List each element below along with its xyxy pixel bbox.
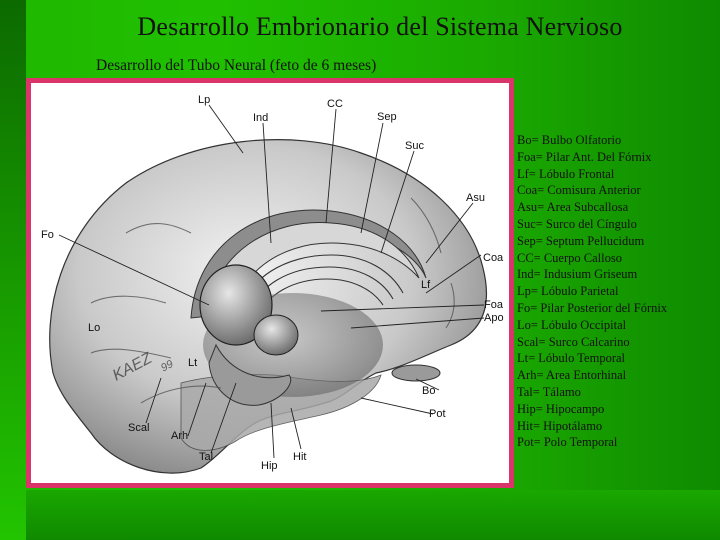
corpus-callosum-shape: [205, 222, 420, 324]
legend-item: Lf= Lóbulo Frontal: [517, 166, 615, 181]
label-scal: Scal: [128, 422, 149, 434]
label-lf: Lf: [421, 279, 431, 291]
label-suc: Suc: [405, 140, 424, 152]
legend-item: CC= Cuerpo Calloso: [517, 250, 622, 265]
slide-subtitle: Desarrollo del Tubo Neural (feto de 6 me…: [96, 57, 377, 74]
label-sep: Sep: [377, 111, 397, 123]
label-apo: Apo: [484, 312, 504, 324]
figure-frame: KAEZ 99 Lp CC Ind Sep Suc Asu Fo Coa Lf …: [26, 78, 514, 488]
leader-lines: [58, 104, 485, 459]
label-arh: Arh: [171, 430, 188, 442]
legend-item: Tal= Tálamo: [517, 384, 581, 399]
legend-item: Ind= Indusium Griseum: [517, 267, 638, 282]
label-coa: Coa: [483, 252, 504, 264]
legend-item: Fo= Pilar Posterior del Fórnix: [517, 300, 668, 315]
label-hip: Hip: [261, 460, 278, 472]
label-fo: Fo: [41, 229, 54, 241]
legend-item: Asu= Area Subcallosa: [517, 200, 629, 215]
left-border-strip: [0, 0, 26, 540]
legend-item: Sep= Septum Pellucidum: [517, 233, 645, 248]
slide-title: Desarrollo Embrionario del Sistema Nervi…: [137, 12, 623, 41]
legend-item: Lp= Lóbulo Parietal: [517, 284, 619, 299]
legend-item: Arh= Area Entorhinal: [517, 368, 627, 383]
label-cc: CC: [327, 98, 343, 110]
hypothalamus-shape: [253, 314, 299, 356]
hippocampus-shape: [208, 343, 292, 406]
label-asu: Asu: [466, 192, 485, 204]
legend-item: Pot= Polo Temporal: [517, 435, 618, 450]
label-tal: Tal: [199, 451, 213, 463]
brain-sulci: [90, 197, 455, 404]
legend-item: Bo= Bulbo Olfatorio: [517, 133, 622, 147]
thalamus-shape: [199, 264, 273, 346]
abbreviation-legend: Bo= Bulbo Olfatorio Foa= Pilar Ant. Del …: [517, 132, 667, 451]
label-hit: Hit: [293, 451, 306, 463]
legend-item: Foa= Pilar Ant. Del Fórnix: [517, 149, 652, 164]
legend-item: Coa= Comisura Anterior: [517, 183, 641, 198]
brain-figure: KAEZ 99 Lp CC Ind Sep Suc Asu Fo Coa Lf …: [31, 83, 509, 483]
label-lp: Lp: [198, 94, 210, 106]
svg-text:99: 99: [159, 358, 175, 374]
legend-item: Suc= Surco del Cíngulo: [517, 216, 637, 231]
label-pot: Pot: [429, 408, 446, 420]
olfactory-bulb-shape: [391, 364, 441, 382]
label-foa: Foa: [484, 299, 504, 311]
legend-item: Hit= Hipotálamo: [517, 418, 603, 433]
label-lo: Lo: [88, 322, 100, 334]
legend-item: Lo= Lóbulo Occipital: [517, 317, 627, 332]
label-lt: Lt: [188, 357, 197, 369]
label-bo: Bo: [422, 385, 435, 397]
legend-item: Scal= Surco Calcarino: [517, 334, 630, 349]
legend-item: Lt= Lóbulo Temporal: [517, 351, 626, 366]
label-ind: Ind: [253, 112, 268, 124]
bottom-border-strip: [26, 490, 720, 540]
legend-item: Hip= Hipocampo: [517, 401, 605, 416]
brain-illustration: KAEZ 99 Lp CC Ind Sep Suc Asu Fo Coa Lf …: [41, 94, 504, 474]
